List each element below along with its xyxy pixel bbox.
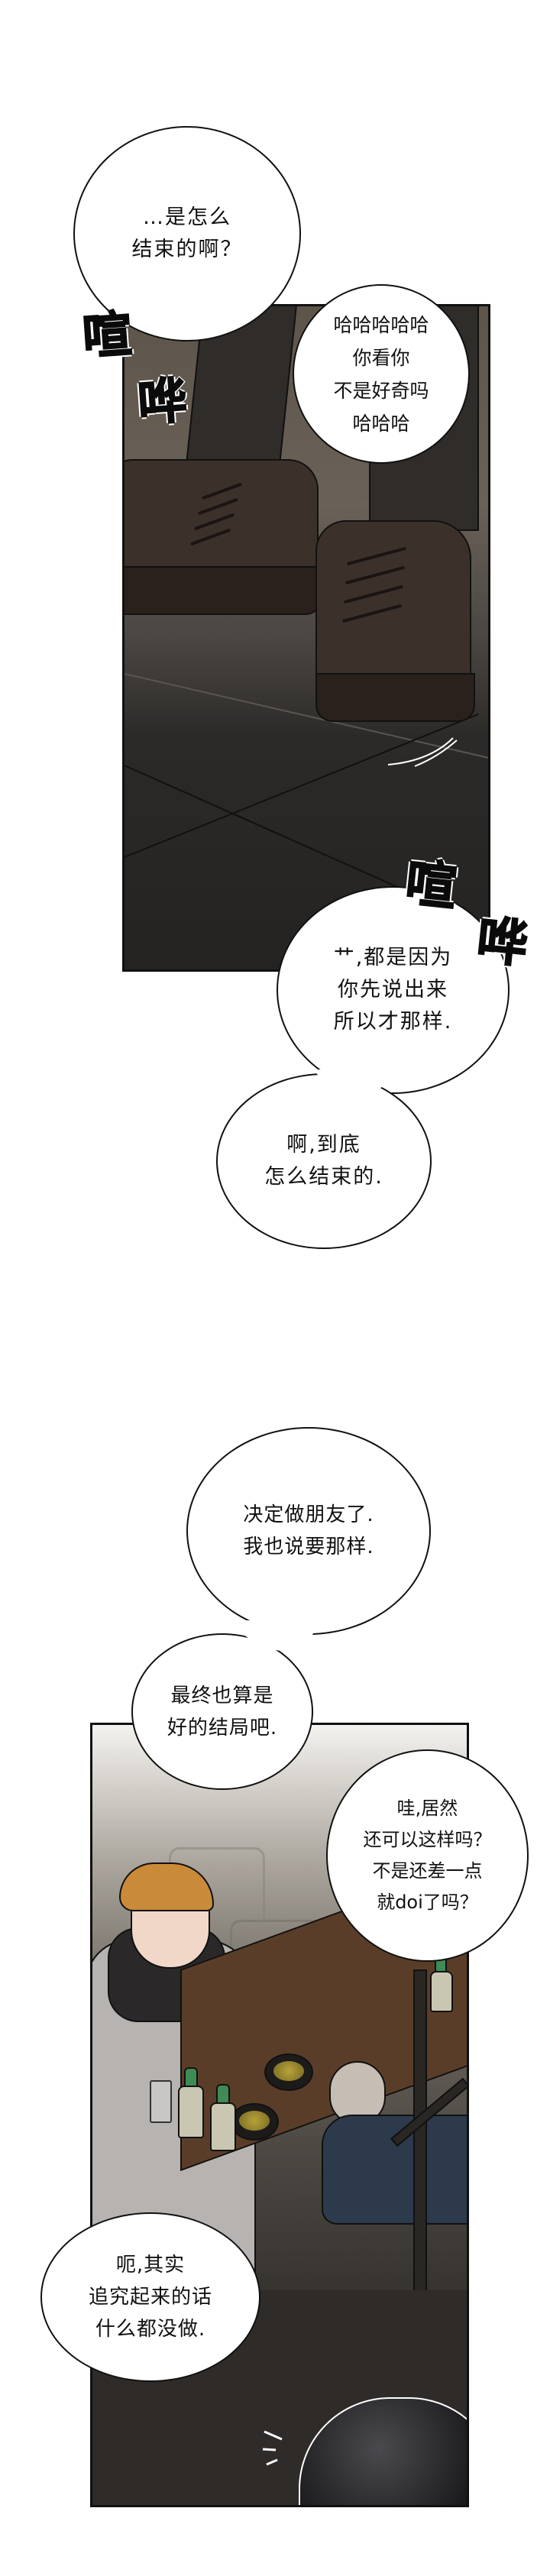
sfx-noise-2: 喧 xyxy=(403,842,461,920)
speech-bubble-3: 艹,都是因为 你先说出来 所以才那样. xyxy=(277,886,510,1094)
food-plate xyxy=(264,2053,313,2091)
speech-bubble-4: 啊,到底 怎么结束的. xyxy=(216,1073,432,1249)
speech-bubble-2: 哈哈哈哈哈 你看你 不是好奇吗 哈哈哈 xyxy=(293,284,470,464)
bubble-text: 艹,都是因为 你先说出来 所以才那样. xyxy=(333,946,453,1034)
metal-rack xyxy=(413,1969,427,2324)
motion-lines xyxy=(387,737,458,767)
boot-right-sole xyxy=(315,673,475,722)
floor-tile-line xyxy=(125,765,432,903)
speech-bubble-8: 呃,其实 追究起来的话 什么都没做. xyxy=(40,2212,260,2382)
bubble-text: 啊,到底 怎么结束的. xyxy=(264,1133,383,1189)
speech-bubble-6: 最终也算是 好的结局吧. xyxy=(131,1633,313,1790)
nervous-marks xyxy=(262,2430,283,2466)
bubble-text: 决定做朋友了. 我也说要那样. xyxy=(243,1503,374,1558)
bubble-text: 哇,居然 还可以这样吗？ 不是还差一点 就doi了吗？ xyxy=(363,1798,492,1913)
sfx-char: 哗 xyxy=(474,910,532,975)
food xyxy=(273,2061,304,2081)
bubble-text: 呃,其实 追究起来的话 什么都没做. xyxy=(88,2254,212,2341)
speech-bubble-5: 决定做朋友了. 我也说要那样. xyxy=(186,1427,431,1635)
drinking-glass xyxy=(150,2080,172,2123)
speech-bubble-7: 哇,居然 还可以这样吗？ 不是还差一点 就doi了吗？ xyxy=(326,1749,529,1962)
bubble-text: 哈哈哈哈哈 你看你 不是好奇吗 哈哈哈 xyxy=(333,313,429,435)
sfx-noise-1: 喧 xyxy=(80,295,134,368)
food-plate xyxy=(230,2103,279,2141)
speech-bubble-1: …是怎么 结束的啊？ xyxy=(73,126,301,341)
sfx-noise-2b: 哗 xyxy=(474,899,532,977)
bubble-connector xyxy=(229,1620,321,1654)
sfx-char: 喧 xyxy=(403,853,461,917)
soju-bottle xyxy=(178,2086,204,2138)
sfx-char: 喧 xyxy=(80,306,134,367)
sfx-char: 哗 xyxy=(135,372,189,433)
bubble-text: …是怎么 结束的啊？ xyxy=(131,205,243,261)
hair xyxy=(119,1862,214,1911)
sfx-noise-1b: 哗 xyxy=(135,361,189,435)
bubble-text: 最终也算是 好的结局吧. xyxy=(167,1684,278,1739)
food xyxy=(239,2111,270,2131)
soju-bottle xyxy=(210,2102,236,2151)
boot-left-sole xyxy=(125,566,322,615)
jacket xyxy=(322,2115,467,2225)
soju-bottle xyxy=(430,1971,453,2012)
man-back-view xyxy=(322,2061,467,2290)
bubble-connector xyxy=(313,1070,393,1100)
